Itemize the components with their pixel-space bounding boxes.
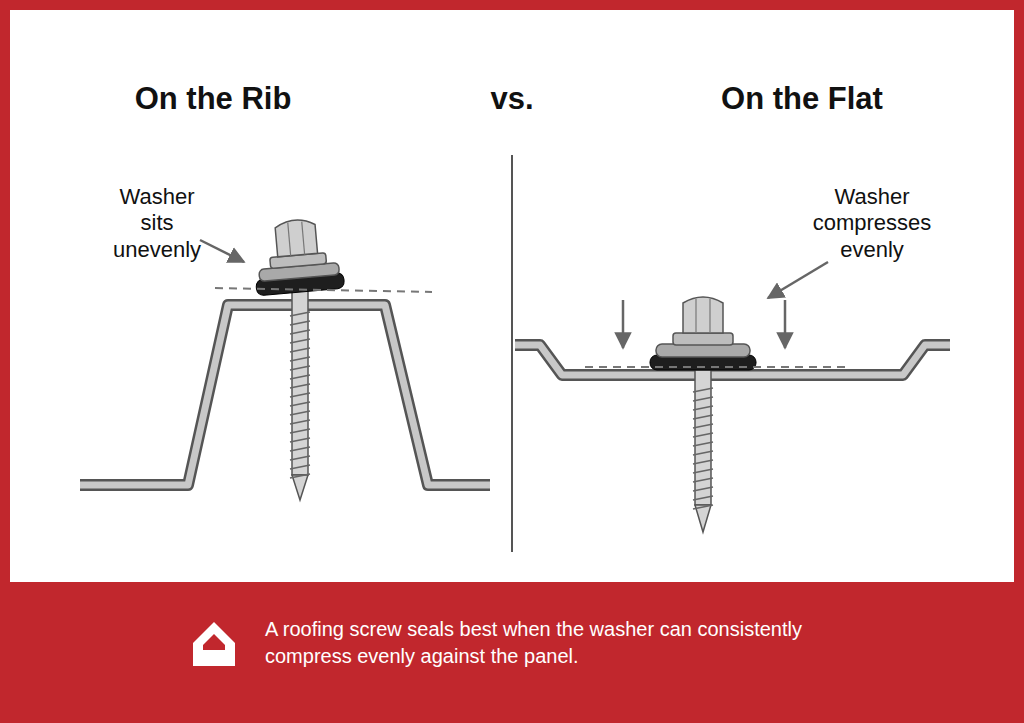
screw-thread — [290, 411, 310, 415]
screw-thread — [693, 397, 713, 401]
screw-thread — [693, 460, 713, 464]
force-arrow — [622, 300, 625, 348]
screw-thread — [693, 442, 713, 446]
screw-thread — [290, 393, 310, 397]
screw-thread — [290, 375, 310, 379]
rib-screw — [251, 216, 345, 500]
screw-thread — [290, 474, 310, 478]
screw-thread — [290, 465, 310, 469]
screw-thread — [693, 415, 713, 419]
house-icon — [193, 622, 235, 666]
screw-thread — [693, 478, 713, 482]
screw-thread — [693, 406, 713, 410]
screw-thread — [290, 321, 310, 325]
panel-heading: On the Rib — [113, 80, 313, 117]
callout-label: Washer sits unevenly — [105, 184, 209, 263]
level-line — [585, 366, 850, 368]
screw-thread — [290, 456, 310, 460]
leader-arrow — [768, 262, 828, 298]
callout-label: Washer compresses evenly — [806, 184, 938, 263]
screw-thread — [290, 330, 310, 334]
screw-thread — [290, 339, 310, 343]
screw-thread — [693, 496, 713, 500]
screw-thread — [290, 402, 310, 406]
flat-panel — [515, 345, 950, 375]
screw-thread — [290, 420, 310, 424]
screw-thread — [693, 487, 713, 491]
screw-thread — [693, 451, 713, 455]
force-arrow — [784, 300, 787, 348]
flat-panel-fill — [515, 345, 950, 375]
caption-text: A roofing screw seals best when the wash… — [265, 616, 855, 670]
divider-line — [511, 155, 513, 552]
white-panel — [10, 10, 1014, 582]
screw-thread — [290, 357, 310, 361]
screw-thread — [290, 384, 310, 388]
screw-thread — [290, 447, 310, 451]
level-line — [215, 288, 432, 292]
flat-screw — [650, 297, 756, 532]
screw-thread — [693, 424, 713, 428]
screw-thread — [290, 348, 310, 352]
screw-thread — [693, 388, 713, 392]
leader-arrow — [200, 240, 244, 262]
screw-thread — [290, 429, 310, 433]
rib-panel-fill — [80, 305, 490, 485]
screw-thread — [290, 312, 310, 316]
screw-thread — [290, 366, 310, 370]
screw-thread — [693, 469, 713, 473]
screw-thread — [693, 505, 713, 509]
screw-thread — [693, 433, 713, 437]
panel-heading: On the Flat — [702, 80, 902, 117]
rib-panel — [80, 305, 490, 485]
versus-label: vs. — [462, 80, 562, 117]
screw-thread — [290, 438, 310, 442]
